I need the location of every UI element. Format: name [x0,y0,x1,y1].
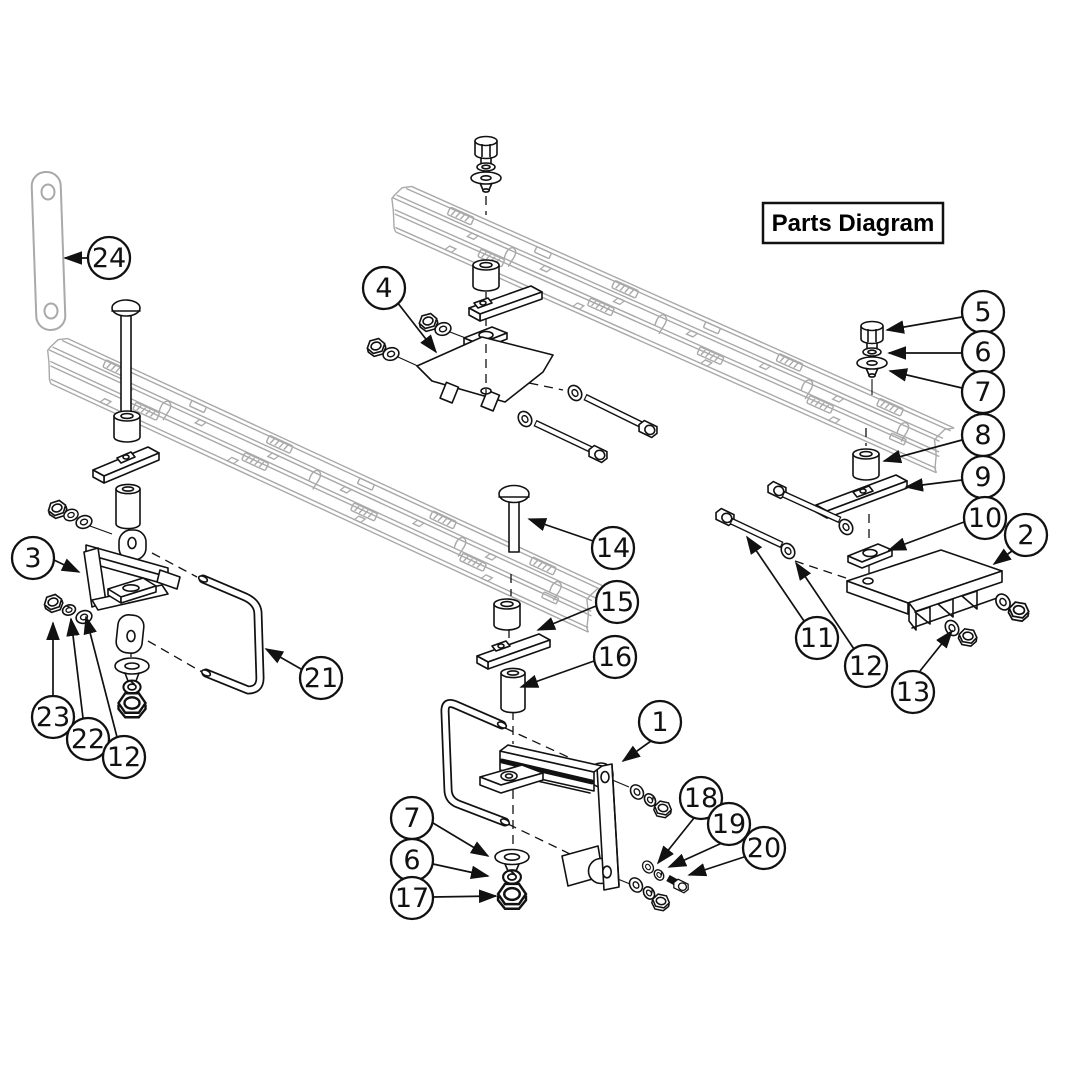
callout-7-bottom: 7 [389,795,435,841]
svg-text:6: 6 [403,845,420,876]
callout-11: 11 [794,615,840,661]
callout-10: 10 [962,495,1008,541]
callout-2: 2 [1003,512,1049,558]
strap-link [30,171,67,331]
svg-text:18: 18 [684,783,718,814]
svg-text:6: 6 [974,337,991,368]
spacer-icon [472,259,500,292]
callout-17: 17 [389,875,435,921]
callout-22: 22 [65,716,111,762]
callout-21: 21 [298,655,344,701]
callout-balloons: 24 4 5 6 7 8 9 10 2 14 15 16 3 21 1 11 1… [10,235,1049,921]
callout-16: 16 [592,634,638,680]
svg-text:12: 12 [849,651,883,682]
svg-text:16: 16 [598,642,632,673]
svg-text:23: 23 [36,702,70,733]
callout-12-left: 12 [101,734,147,780]
svg-text:21: 21 [304,663,338,694]
flat-bar [468,285,543,322]
callout-18: 18 [678,775,724,821]
callout-8: 8 [960,412,1006,458]
carriage-bolt [498,484,530,553]
callout-6: 6 [960,329,1006,375]
svg-text:3: 3 [24,543,41,574]
svg-text:20: 20 [747,833,781,864]
svg-text:2: 2 [1017,520,1034,551]
callout-14: 14 [590,525,636,571]
svg-text:24: 24 [92,243,126,274]
svg-text:14: 14 [596,533,630,564]
svg-text:12: 12 [107,742,141,773]
svg-text:19: 19 [712,809,746,840]
c-bracket [83,529,181,654]
svg-text:5: 5 [974,297,991,328]
callout-4: 4 [361,265,407,311]
bracket-plate [416,336,554,412]
callout-9: 9 [960,454,1006,500]
svg-text:1: 1 [651,707,668,738]
washer-stack [494,848,530,872]
page-title: Parts Diagram [772,210,935,237]
callout-15: 15 [594,579,640,625]
svg-text:9: 9 [974,462,991,493]
callout-20: 20 [741,825,787,871]
flat-bar [92,446,160,484]
callout-leaders [46,251,1013,904]
mounting-bolts [514,382,661,465]
callout-19: 19 [706,801,752,847]
washer-stack [114,657,150,682]
front-bracket-assembly [364,135,661,465]
side-plate-bracket [479,744,620,891]
callout-23: 23 [30,694,76,740]
handle-loop [440,699,511,827]
connector-lines [89,331,873,885]
square-washer-plate [847,543,893,569]
flat-bar [476,633,551,670]
hex-bolt-icon [470,135,502,193]
svg-text:22: 22 [71,724,105,755]
callout-1: 1 [637,699,683,745]
center-bracket-assembly [440,484,691,913]
callout-7: 7 [960,369,1006,415]
hex-bolt-icon [856,320,888,378]
mounting-bolts [712,479,857,562]
svg-text:7: 7 [403,803,420,834]
svg-text:8: 8 [974,420,991,451]
callout-3: 3 [10,535,56,581]
svg-text:4: 4 [375,273,392,304]
callout-6-bottom: 6 [389,837,435,883]
left-clamp-assembly [41,299,265,719]
callout-12-right: 12 [843,643,889,689]
callout-5: 5 [960,289,1006,335]
svg-text:10: 10 [968,503,1002,534]
svg-text:15: 15 [600,587,634,618]
handle-loop [197,574,265,695]
title-box: Parts Diagram [761,201,945,245]
svg-text:11: 11 [800,623,834,654]
right-bracket-assembly [712,320,1031,648]
callout-13: 13 [890,669,936,715]
callout-24: 24 [86,235,132,281]
bracket-plate [846,549,1003,631]
svg-text:17: 17 [395,883,429,914]
svg-text:7: 7 [974,377,991,408]
svg-text:13: 13 [896,677,930,708]
screw-set [639,858,691,895]
